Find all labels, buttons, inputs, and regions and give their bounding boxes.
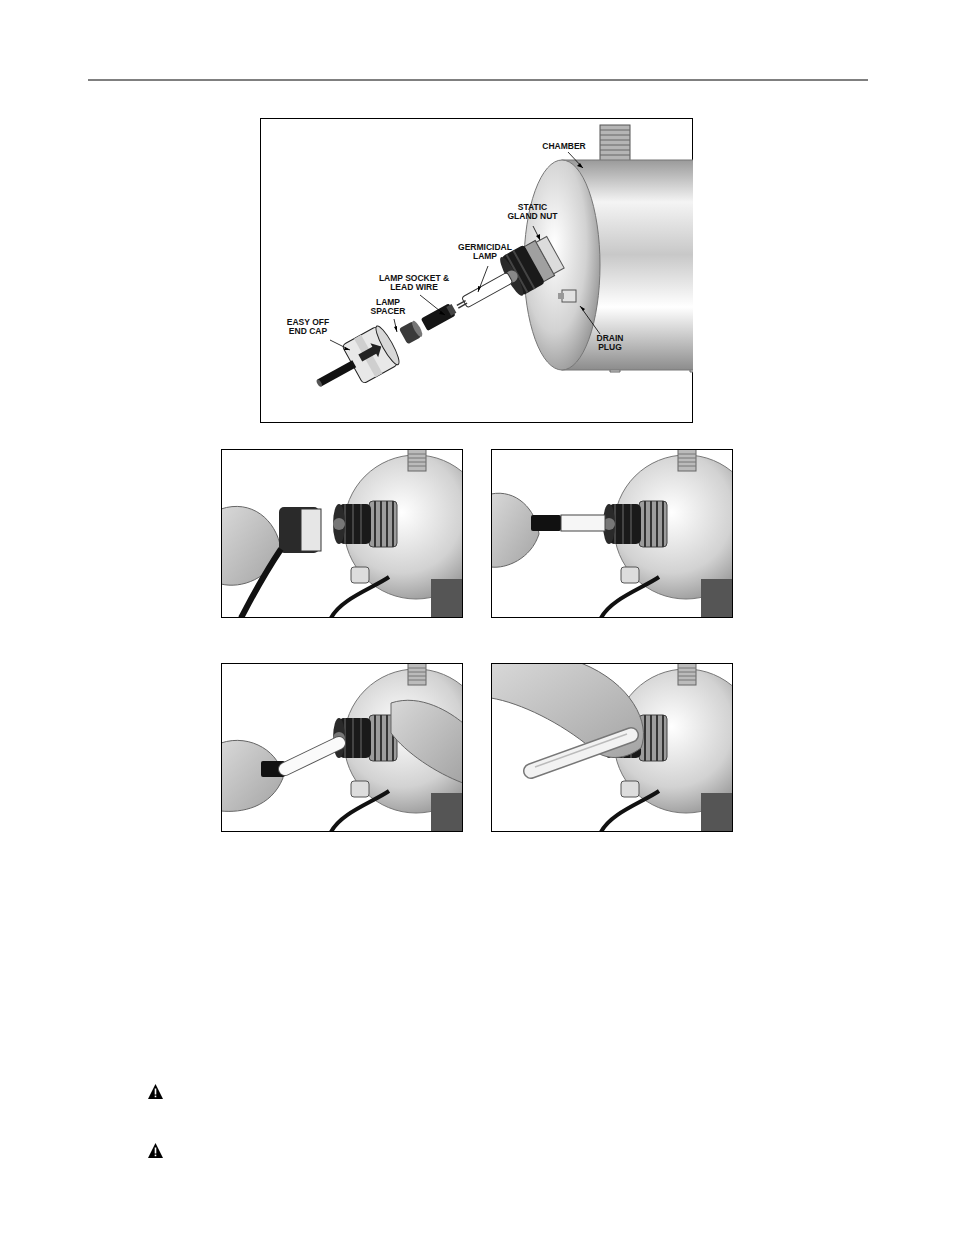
warning-symbol [148,1084,163,1099]
part-label: CHAMBER [534,142,594,151]
photo-remove-cap [221,449,488,618]
part-label: EASY OFF END CAP [282,318,334,336]
warning-symbol [148,1143,163,1158]
photo-remove-sleeve [491,663,758,832]
photo-remove-lamp [221,663,488,832]
header-rule [88,80,868,81]
part-label: STATIC GLAND NUT [505,203,560,221]
part-label: GERMICIDAL LAMP [454,243,516,261]
part-label: LAMP SPACER [366,298,410,316]
part-label: LAMP SOCKET & LEAD WIRE [378,274,450,292]
part-label: DRAIN PLUG [590,334,630,352]
exploded-view [307,125,693,403]
photo-remove-socket [491,449,758,618]
